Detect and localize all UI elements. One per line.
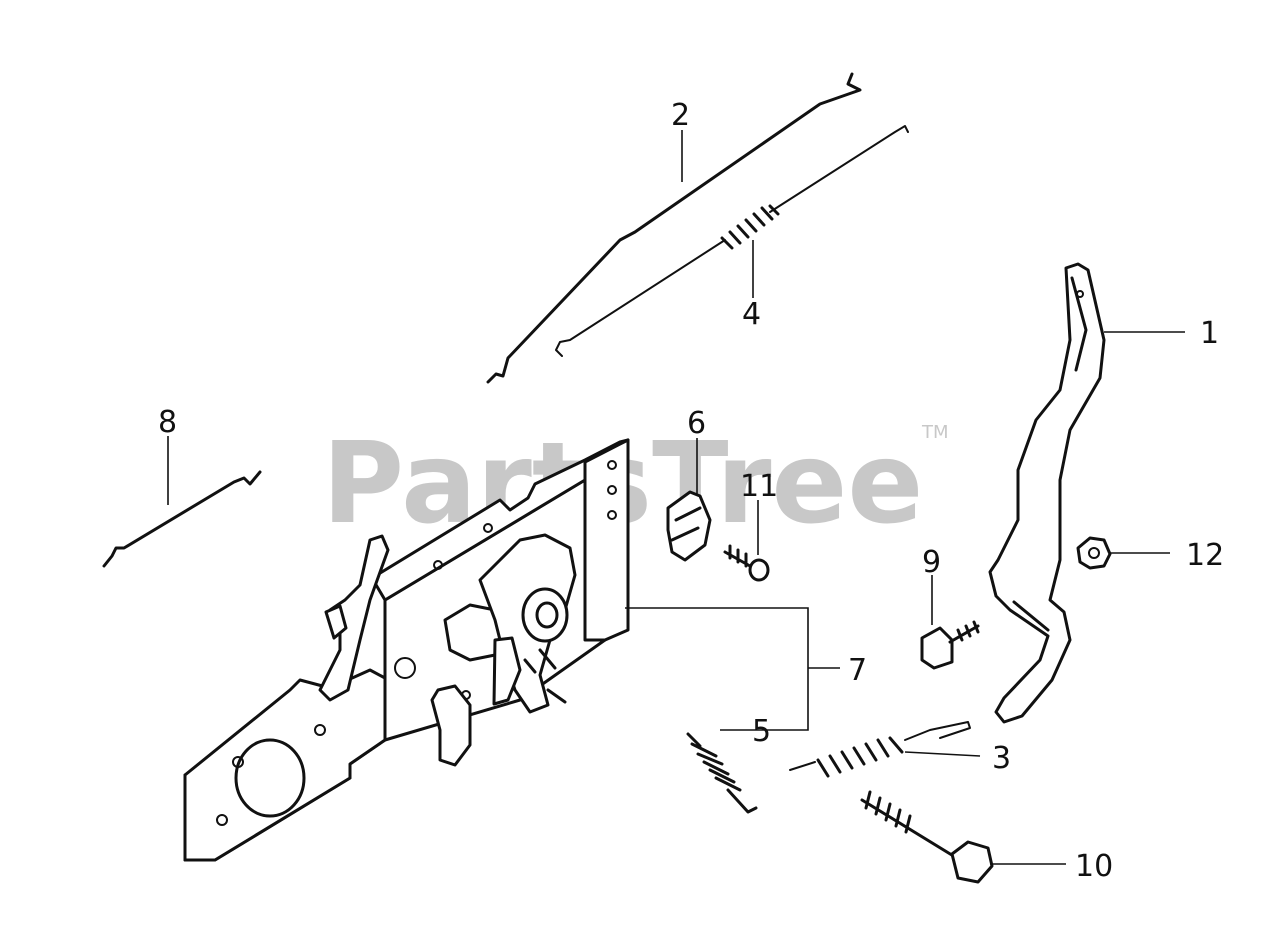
part-2-throttle-rod[interactable]	[486, 72, 862, 384]
part-12-flange-nut[interactable]	[1076, 536, 1112, 570]
callout-4: 4	[742, 297, 761, 332]
part-7-control-base[interactable]	[183, 438, 630, 862]
part-6-cable-clamp[interactable]	[666, 490, 712, 562]
callout-12: 12	[1186, 538, 1224, 573]
part-8-choke-rod[interactable]	[102, 470, 262, 568]
leader-3	[904, 751, 981, 757]
callout-6: 6	[687, 406, 706, 441]
callout-1: 1	[1200, 316, 1219, 351]
callout-5: 5	[752, 714, 771, 749]
part-9-nut[interactable]	[920, 620, 980, 670]
leader-5-7	[625, 607, 809, 731]
watermark-trademark: TM	[921, 422, 949, 443]
part-4-governor-rod-spring[interactable]	[555, 125, 909, 357]
part-5-spring[interactable]	[686, 732, 758, 814]
callout-2: 2	[671, 98, 690, 133]
part-10-flange-bolt[interactable]	[860, 790, 994, 884]
callout-3: 3	[992, 741, 1011, 776]
callout-10: 10	[1075, 849, 1113, 884]
leader-lines	[167, 130, 1185, 865]
part-1-control-lever[interactable]	[988, 262, 1106, 724]
part-3-spring[interactable]	[789, 721, 971, 778]
callout-8: 8	[158, 405, 177, 440]
callout-11: 11	[740, 469, 778, 504]
callout-9: 9	[922, 545, 941, 580]
callout-7: 7	[848, 653, 867, 688]
part-11-screw[interactable]	[723, 544, 770, 582]
